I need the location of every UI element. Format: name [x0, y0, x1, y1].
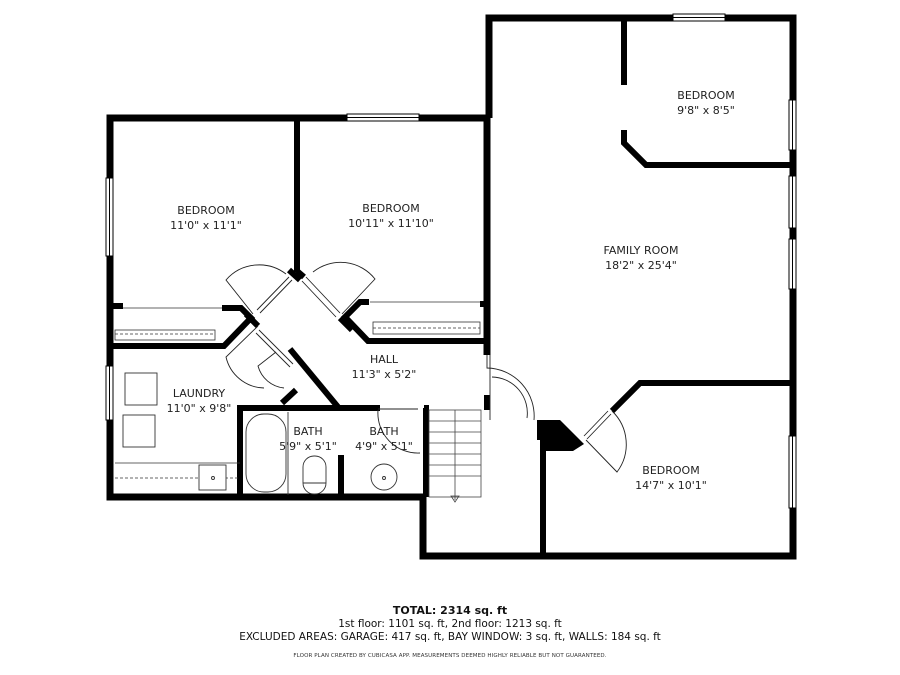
dryer-icon — [122, 414, 156, 448]
room-bath-1: BATH 5'9" x 5'1" — [279, 424, 337, 454]
windows — [105, 13, 797, 509]
room-name: BEDROOM — [677, 89, 735, 102]
closets — [114, 301, 481, 479]
room-name: FAMILY ROOM — [603, 244, 679, 257]
room-family-room: FAMILY ROOM 18'2" x 25'4" — [604, 243, 679, 273]
staircase — [428, 409, 482, 503]
room-dims: 10'11" x 11'10" — [348, 217, 434, 230]
room-dims: 11'0" x 9'8" — [166, 402, 232, 415]
room-dims: 5'9" x 5'1" — [279, 440, 337, 453]
disclaimer: FLOOR PLAN CREATED BY CUBICASA APP. MEAS… — [293, 653, 607, 659]
room-bedroom-4: BEDROOM 14'7" x 10'1" — [635, 463, 707, 493]
room-name: BEDROOM — [177, 204, 235, 217]
room-name: BATH — [293, 425, 323, 438]
room-laundry: LAUNDRY 11'0" x 9'8" — [167, 386, 232, 416]
floor-areas: 1st floor: 1101 sq. ft, 2nd floor: 1213 … — [338, 618, 562, 630]
room-bedroom-3: BEDROOM 9'8" x 8'5" — [677, 88, 735, 118]
room-dims: 9'8" x 8'5" — [677, 104, 735, 117]
room-dims: 14'7" x 10'1" — [635, 479, 707, 492]
wall-wedge — [537, 420, 584, 451]
room-name: BEDROOM — [362, 202, 420, 215]
fixtures — [122, 372, 398, 495]
room-name: HALL — [369, 353, 399, 366]
room-bath-2: BATH 4'9" x 5'1" — [355, 424, 413, 454]
room-dims: 11'0" x 11'1" — [170, 219, 242, 232]
washer-icon — [124, 372, 158, 406]
interior-walls — [110, 18, 793, 556]
room-bedroom-2: BEDROOM 10'11" x 11'10" — [348, 201, 434, 231]
room-name: BATH — [369, 425, 399, 438]
toilet-icon — [302, 455, 327, 495]
room-dims: 4'9" x 5'1" — [355, 440, 413, 453]
hall-door-walls — [243, 267, 355, 406]
room-name: LAUNDRY — [172, 387, 226, 400]
room-hall: HALL 11'3" x 5'2" — [352, 352, 417, 382]
bathtub-icon — [245, 413, 287, 493]
room-name: BEDROOM — [642, 464, 700, 477]
room-dims: 18'2" x 25'4" — [605, 259, 677, 272]
room-dims: 11'3" x 5'2" — [351, 368, 417, 381]
total-area: TOTAL: 2314 sq. ft — [392, 604, 508, 617]
doors — [225, 261, 627, 473]
excluded-areas: EXCLUDED AREAS: GARAGE: 417 sq. ft, BAY … — [239, 631, 661, 643]
room-bedroom-1: BEDROOM 11'0" x 11'1" — [170, 203, 242, 233]
